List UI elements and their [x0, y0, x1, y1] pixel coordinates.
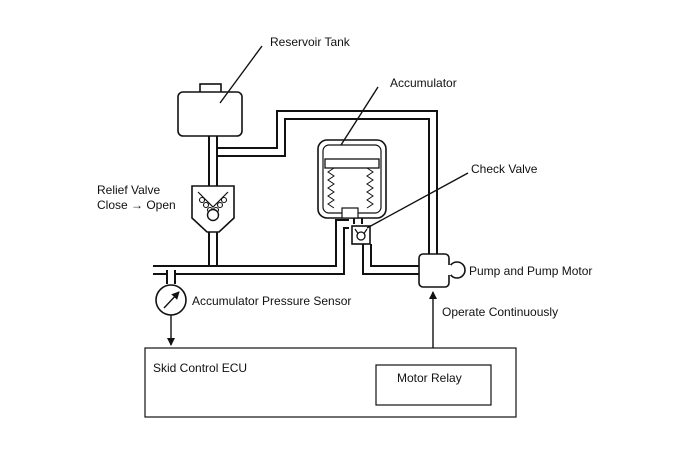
accumulator-label: Accumulator [390, 76, 457, 90]
motor-relay-box [375, 364, 492, 406]
relief-valve-label: Relief Valve [97, 183, 160, 197]
motor-relay-label: Motor Relay [397, 371, 462, 385]
accumulator [317, 139, 387, 219]
reservoir-leader-line [219, 45, 263, 104]
pump-motor-label: Pump and Pump Motor [469, 264, 592, 278]
accumulator-leader-line [340, 86, 379, 146]
skid-control-ecu-label: Skid Control ECU [153, 361, 247, 375]
relief-valve [191, 185, 235, 233]
relief-valve-state-label: Close → Open [97, 198, 176, 212]
pressure-sensor-label: Accumulator Pressure Sensor [192, 294, 351, 308]
check-valve-label: Check Valve [471, 162, 538, 176]
reservoir-tank [177, 83, 243, 137]
check-valve [351, 225, 371, 245]
check-valve-leader-line [366, 172, 469, 229]
pump-and-motor [418, 253, 466, 288]
operate-continuously-label: Operate Continuously [442, 305, 558, 319]
reservoir-tank-label: Reservoir Tank [270, 35, 351, 49]
pressure-sensor [155, 284, 187, 316]
